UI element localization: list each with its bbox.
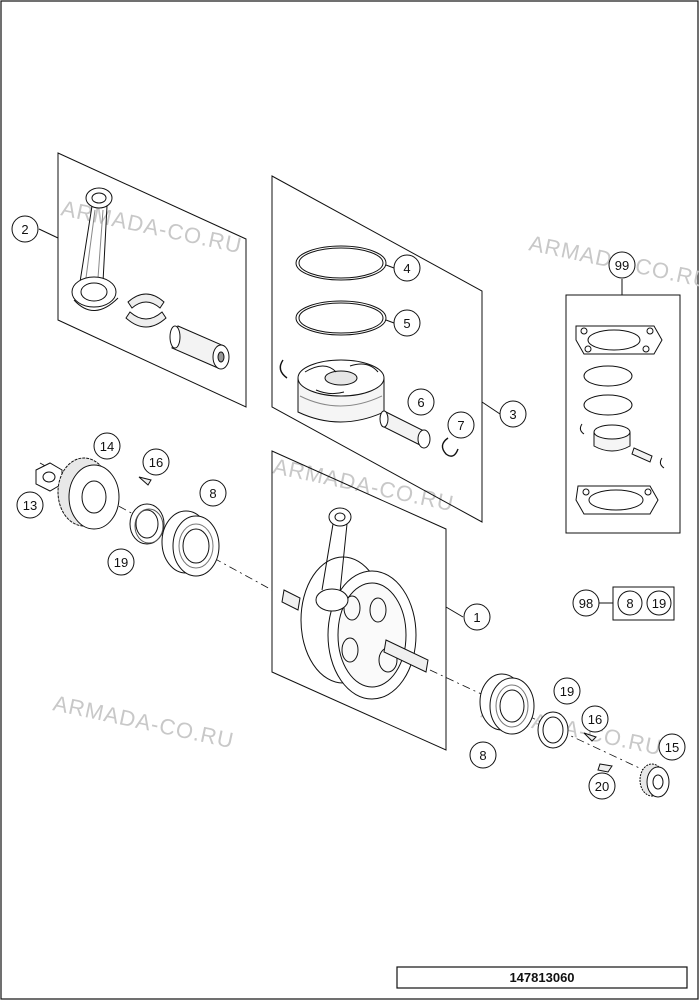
callout-label: 20 (595, 779, 609, 794)
piston-drawing (279, 359, 385, 423)
nut-drawing (35, 462, 63, 492)
callout-5: 5 (393, 309, 421, 337)
callout-20: 20 (588, 772, 616, 800)
callout-label: 8 (479, 748, 486, 763)
callout-19-left: 19 (107, 548, 135, 576)
panel-outline (565, 294, 681, 534)
callout-label: 5 (403, 316, 410, 331)
callout-label: 13 (23, 498, 37, 513)
crankshaft-panel (39, 450, 666, 781)
small-ring-top (583, 365, 633, 387)
document-number-box: 147813060 (396, 966, 688, 989)
callout-label: 16 (149, 455, 163, 470)
drive-gear-drawing (639, 763, 670, 798)
woodruff-key-drawing (583, 732, 597, 742)
callout-3: 3 (499, 400, 527, 428)
base-gasket-drawing (575, 485, 659, 515)
seal-drawing (537, 711, 569, 749)
circlip-drawing (441, 437, 459, 457)
conrod-kit-panel (57, 152, 247, 408)
callout-15: 15 (658, 733, 686, 761)
callout-8-right: 8 (469, 741, 497, 769)
panel-outline (57, 152, 247, 408)
panel-outline (271, 175, 483, 523)
document-number: 147813060 (509, 970, 574, 985)
piston-pin-drawing (169, 325, 230, 370)
gear-drawing (57, 457, 120, 530)
left-side-parts (35, 457, 220, 577)
washer-drawing (597, 763, 613, 773)
panel-outline (271, 450, 447, 751)
woodruff-key-drawing (138, 476, 152, 486)
leader-line (38, 228, 59, 239)
callout-label: 1 (473, 610, 480, 625)
small-ring-second (583, 394, 633, 416)
watermark-text: ARMADA-CO.RU (59, 195, 245, 258)
callout-7: 7 (447, 411, 475, 439)
callout-label: 4 (403, 261, 410, 276)
piston-ring-top (295, 245, 387, 281)
callout-98-group: 98 8 19 (572, 586, 675, 621)
callout-1: 1 (463, 603, 491, 631)
leader-line (445, 606, 464, 618)
callout-14: 14 (93, 432, 121, 460)
callout-label: 19 (652, 596, 666, 611)
watermark-text: ARMADA-CO.RU (51, 690, 237, 753)
callout-13: 13 (16, 491, 44, 519)
callout-16-right: 16 (581, 705, 609, 733)
crankshaft-drawing (281, 507, 429, 700)
connecting-rod-drawing (71, 187, 119, 311)
leader-line (385, 319, 395, 324)
callout-label: 98 (579, 596, 593, 611)
callout-label: 19 (114, 555, 128, 570)
callout-label: 2 (21, 222, 28, 237)
right-side-parts (479, 673, 670, 798)
callout-19-right: 19 (553, 677, 581, 705)
small-piston-drawing (579, 423, 665, 469)
callout-label: 15 (665, 740, 679, 755)
callout-16-left: 16 (142, 448, 170, 476)
piston-ring-second (295, 300, 387, 336)
bearing-drawing (479, 673, 535, 735)
leader-line (481, 401, 501, 415)
callout-label: 99 (615, 258, 629, 273)
top-end-kit-panel (565, 294, 681, 534)
bearing-drawing (161, 510, 220, 577)
callout-label: 16 (588, 712, 602, 727)
callout-label: 3 (509, 407, 516, 422)
seal-drawing (129, 503, 165, 545)
callout-2: 2 (11, 215, 39, 243)
callout-label: 14 (100, 439, 114, 454)
leader-line (385, 264, 395, 269)
callout-4: 4 (393, 254, 421, 282)
piston-kit-panel (271, 175, 483, 523)
callout-label: 19 (560, 684, 574, 699)
head-gasket-drawing (575, 325, 663, 355)
callout-99: 99 (608, 251, 636, 279)
callout-label: 7 (457, 418, 464, 433)
callout-label: 8 (626, 596, 633, 611)
pin-drawing (379, 410, 431, 449)
callout-8-left: 8 (199, 479, 227, 507)
callout-label: 6 (417, 395, 424, 410)
bearing-shells-drawing (125, 293, 167, 328)
callout-6: 6 (407, 388, 435, 416)
callout-label: 8 (209, 486, 216, 501)
